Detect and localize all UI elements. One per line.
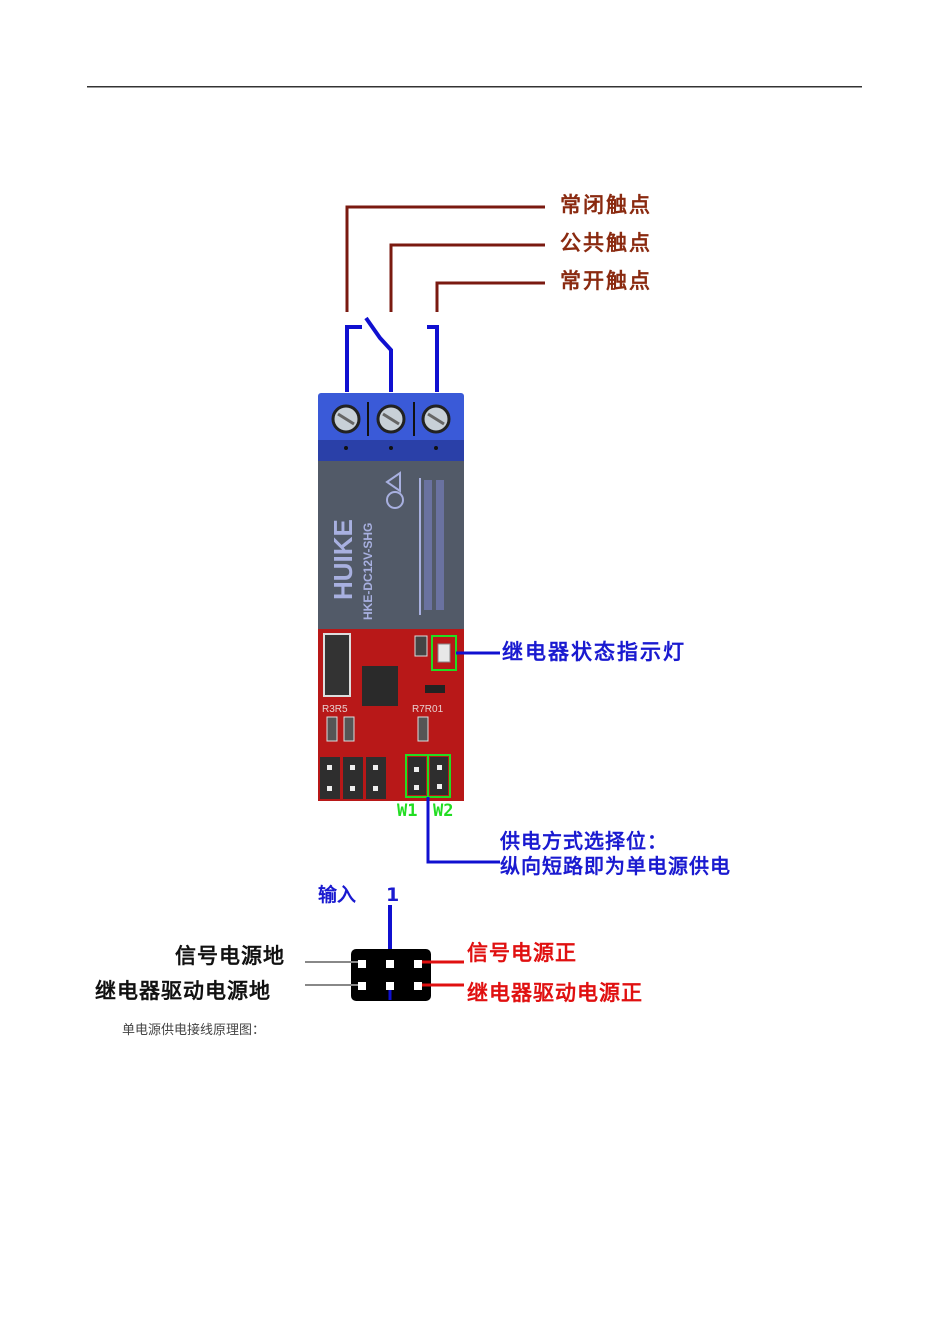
header-rule	[87, 86, 862, 88]
pin-input-bottom	[386, 982, 394, 990]
switch-blade	[364, 316, 393, 392]
pin-relay-positive	[414, 982, 422, 990]
label-w1: W1	[397, 801, 418, 821]
no-terminal-line	[427, 325, 439, 392]
label-w2: W2	[433, 801, 454, 821]
jumper-leader-line	[426, 797, 500, 864]
label-signal-positive: 信号电源正	[467, 941, 577, 965]
label-signal-ground: 信号电源地	[175, 944, 285, 968]
w2-highlight	[427, 754, 451, 798]
nc-terminal-line	[345, 325, 362, 392]
label-input: 输入	[318, 884, 357, 906]
figure-caption: 单电源供电接线原理图：	[122, 1023, 266, 1038]
pin-connector	[305, 905, 464, 1001]
label-common: 公共触点	[560, 231, 652, 255]
com-leader-line	[389, 243, 545, 312]
label-power-mode-desc: 纵向短路即为单电源供电	[500, 854, 731, 878]
contact-leader-lines	[345, 205, 545, 312]
status-led	[437, 643, 451, 663]
label-normally-closed: 常闭触点	[560, 193, 652, 217]
relay-model-text: HKE-DC12V-SHG	[361, 523, 375, 620]
relay-body: HUIKE HKE-DC12V-SHG	[318, 461, 464, 629]
label-relay-drive-positive: 继电器驱动电源正	[467, 981, 643, 1005]
relay-brand-text: HUIKE	[328, 519, 358, 600]
pin-signal-ground	[358, 960, 366, 968]
label-relay-drive-ground: 继电器驱动电源地	[95, 979, 271, 1003]
label-pin-number: 1	[386, 884, 400, 906]
terminal-screws	[331, 402, 451, 450]
terminal-block	[318, 393, 464, 462]
pcb-label-r7r01: R7R01	[412, 704, 444, 715]
pcb-header-pins	[320, 757, 448, 799]
pin-relay-ground	[358, 982, 366, 990]
nc-leader-line	[345, 205, 545, 312]
switch-symbol	[345, 316, 439, 392]
pin-signal-positive	[414, 960, 422, 968]
pcb-board: R3R5 R7R01	[318, 629, 464, 801]
no-leader-line	[435, 281, 545, 312]
label-status-led: 继电器状态指示灯	[502, 640, 686, 664]
pcb-label-r3r5: R3R5	[322, 704, 348, 715]
pin-input-top	[386, 960, 394, 968]
label-power-mode-title: 供电方式选择位：	[500, 829, 668, 853]
label-normally-open: 常开触点	[560, 269, 652, 293]
